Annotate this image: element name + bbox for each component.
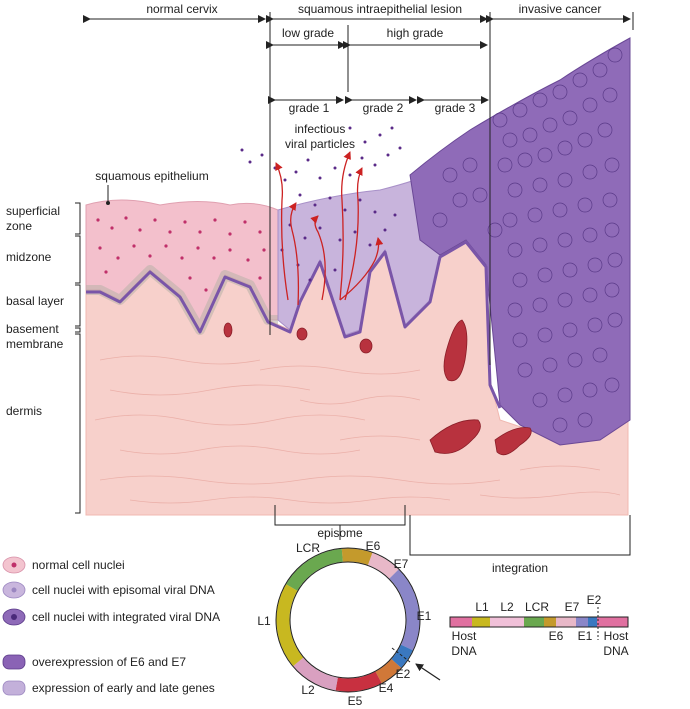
linear-label-host-right-1: Host	[604, 629, 629, 643]
genome-label-l2: L2	[301, 683, 315, 697]
legend-label-normal: normal cell nuclei	[32, 558, 125, 572]
genome-label-e5: E5	[348, 694, 363, 708]
label-basement-2: membrane	[6, 337, 64, 351]
genome-arc-lcr	[286, 548, 344, 591]
label-grade-2: grade 2	[363, 101, 404, 115]
label-normal-cervix: normal cervix	[146, 2, 217, 16]
label-high-grade: high grade	[387, 26, 444, 40]
label-grade-1: grade 1	[289, 101, 330, 115]
label-episome: episome	[317, 526, 363, 540]
legend-item-normal: normal cell nuclei	[2, 556, 125, 574]
header-arrows	[83, 12, 634, 365]
genome-label-lcr: LCR	[296, 541, 320, 555]
label-sil: squamous intraepithelial lesion	[298, 2, 462, 16]
label-low-grade: low grade	[282, 26, 334, 40]
label-superficial-1: superficial	[6, 204, 60, 218]
linear-label-host-right-2: DNA	[603, 644, 628, 658]
genome-arc-e4	[375, 658, 402, 684]
legend-label-integrated: cell nuclei with integrated viral DNA	[32, 610, 220, 624]
label-dermis: dermis	[6, 404, 42, 418]
legend-item-episomal: cell nuclei with episomal viral DNA	[2, 581, 215, 599]
legend: normal cell nuclei cell nuclei with epis…	[2, 556, 220, 696]
genome-arc-e5	[335, 671, 382, 692]
label-squamous-epithelium: squamous epithelium	[95, 169, 208, 183]
linear-label-lcr: LCR	[525, 600, 549, 614]
genome-arc-e7	[367, 552, 399, 579]
normal-cells	[96, 216, 266, 292]
linear-label-l2: L2	[500, 600, 514, 614]
episome-genome-ring	[275, 547, 441, 693]
integration-site-dashes	[391, 647, 411, 663]
label-grade-3: grade 3	[435, 101, 476, 115]
label-midzone: midzone	[6, 250, 52, 264]
legend-label-episomal: cell nuclei with episomal viral DNA	[32, 583, 215, 597]
genome-label-e6: E6	[366, 539, 381, 553]
tissue-block	[85, 37, 631, 516]
genome-arc-l1	[276, 584, 304, 666]
label-superficial-2: zone	[6, 219, 32, 233]
blood-vessels	[223, 319, 532, 456]
label-viral-particles: viral particles	[285, 137, 355, 151]
linear-label-host-left-2: DNA	[451, 644, 476, 658]
label-invasive-cancer: invasive cancer	[519, 2, 602, 16]
label-basal-layer: basal layer	[6, 294, 64, 308]
linear-integrated-genome	[449, 607, 629, 640]
bottom-brackets	[274, 505, 631, 556]
cancer-cells	[432, 47, 623, 433]
layer-brackets	[75, 202, 81, 514]
legend-item-integrated: cell nuclei with integrated viral DNA	[2, 608, 220, 626]
genome-arcs	[276, 548, 420, 692]
genome-label-l1: L1	[257, 614, 271, 628]
legend-item-early-late: expression of early and late genes	[2, 680, 215, 696]
linear-genome-labels: L1 L2 LCR E7 E2 E6 E1 Host DNA Host DNA	[451, 593, 629, 658]
label-basement-1: basement	[6, 322, 59, 336]
genome-arc-l2	[293, 657, 339, 691]
label-infectious: infectious	[295, 122, 346, 136]
linear-label-l1: L1	[475, 600, 489, 614]
genome-arc-e6	[341, 548, 373, 566]
genome-arc-e1	[389, 569, 420, 651]
genome-label-e1: E1	[417, 609, 432, 623]
genome-labels: LCR E6 E7 E1 E2 E4 E5 L2 L1	[257, 539, 431, 708]
label-integration: integration	[492, 561, 548, 575]
header-labels: normal cervix squamous intraepithelial l…	[95, 2, 601, 183]
genome-label-e2: E2	[396, 667, 411, 681]
genome-label-e4: E4	[379, 681, 394, 695]
legend-label-e6e7: overexpression of E6 and E7	[32, 655, 186, 669]
dermis-fibers	[94, 355, 621, 504]
basement-membrane-line	[86, 240, 502, 409]
legend-item-e6e7: overexpression of E6 and E7	[2, 654, 186, 670]
viral-release-arrows	[275, 151, 384, 306]
linear-label-host-left-1: Host	[452, 629, 477, 643]
linear-label-e7: E7	[565, 600, 580, 614]
genome-label-e7: E7	[394, 557, 409, 571]
integrated-region	[409, 37, 631, 446]
linear-label-e2: E2	[587, 593, 602, 607]
layer-labels: superficial zone midzone basal layer bas…	[6, 204, 64, 418]
integration-pointer	[415, 663, 441, 681]
linear-label-e1: E1	[578, 629, 593, 643]
linear-label-e6: E6	[549, 629, 564, 643]
legend-label-early-late: expression of early and late genes	[32, 681, 215, 695]
